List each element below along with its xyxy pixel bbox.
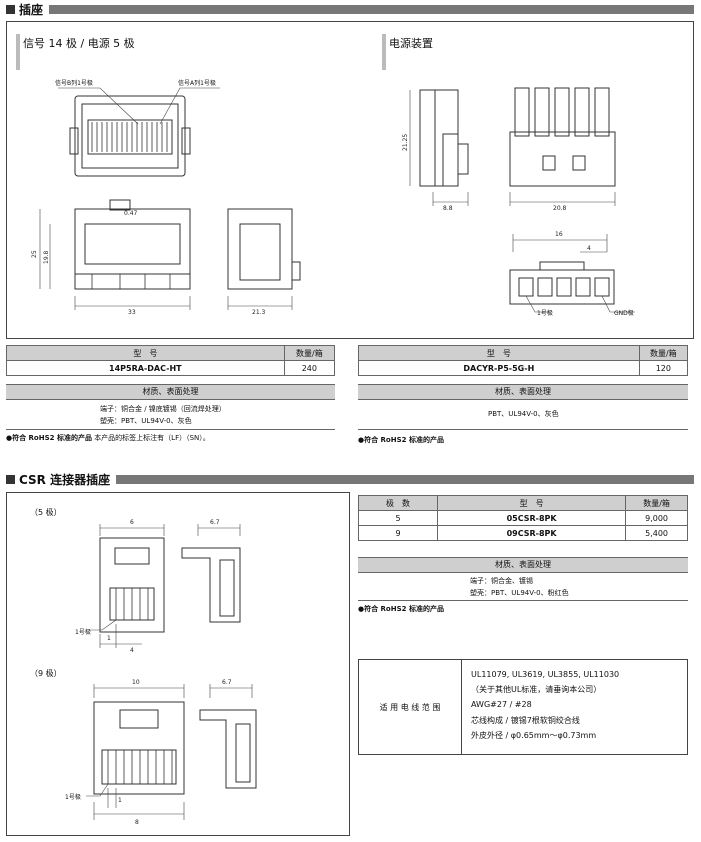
qty-cell: 120 bbox=[638, 360, 689, 376]
label-9-pole: （9 极） bbox=[30, 669, 62, 678]
rohs-rest: 本产品的标签上标注有（LF）（SN）。 bbox=[94, 434, 210, 442]
csr-material-head: 材质、表面处理 bbox=[358, 557, 688, 573]
title-bar bbox=[116, 474, 694, 484]
wire-line: 外皮外径 / φ0.65mm～φ0.73mm bbox=[471, 731, 597, 740]
dim-4: 4 bbox=[130, 647, 134, 652]
gnd-label: GND极 bbox=[614, 310, 634, 317]
material-line: 端子：铜合金 / 镍底镀锡（回流焊处理） bbox=[100, 405, 226, 413]
cell: 9 bbox=[357, 525, 439, 541]
dim-8-8: 8.8 bbox=[443, 205, 453, 212]
dim-19-8: 19.8 bbox=[43, 250, 50, 264]
csr-5p-drawing: 6 1 4 6.7 bbox=[90, 519, 241, 652]
dim-20-8: 20.8 bbox=[553, 205, 567, 212]
dim-25: 25 bbox=[31, 250, 38, 258]
section-header-csr: CSR 连接器插座 bbox=[6, 472, 694, 487]
label-5-pole: （5 极） bbox=[30, 508, 62, 517]
dim-1: 1 bbox=[107, 635, 111, 642]
model-cell: DACYR-P5-5G-H bbox=[358, 360, 640, 376]
cell: 5,400 bbox=[625, 525, 688, 541]
col-qty: 数量/箱 bbox=[638, 345, 689, 361]
material-line: 塑壳：PBT、UL94V-0、灰色 bbox=[100, 417, 192, 425]
table-row: 5 05CSR-8PK 9,000 bbox=[357, 510, 688, 526]
cell: 05CSR-8PK bbox=[437, 510, 627, 526]
material-line: PBT、UL94V-0、灰色 bbox=[488, 410, 559, 418]
socket-drawing-box bbox=[6, 21, 694, 339]
title-bar bbox=[49, 4, 694, 14]
divider bbox=[358, 600, 688, 601]
dim-21-3: 21.3 bbox=[252, 309, 266, 316]
cell: 9,000 bbox=[625, 510, 688, 526]
cell: 09CSR-8PK bbox=[437, 525, 627, 541]
callout-b-row: 信号B列1号极 bbox=[55, 80, 93, 87]
dim-6-7: 6.7 bbox=[222, 679, 232, 686]
table-row: 9 09CSR-8PK 5,400 bbox=[357, 525, 688, 541]
wire-range-box: 适 用 电 线 范 围 UL11079, UL3619, UL3855, UL1… bbox=[358, 659, 688, 755]
callout-a-row: 信号A列1号极 bbox=[178, 80, 216, 87]
dim-33: 33 bbox=[128, 309, 136, 316]
model-cell: 14P5RA-DAC-HT bbox=[6, 360, 285, 376]
square-bullet-icon bbox=[6, 474, 15, 484]
pin1-label-5p: 1号极 bbox=[75, 629, 91, 636]
drawing-title-right: 电源装置 bbox=[389, 37, 433, 50]
model-table-left: 型 号 数量/箱 14P5RA-DAC-HT 240 bbox=[6, 345, 336, 376]
rohs-note-left: ●符合 RoHS2 标准的产品 本产品的标签上标注有（LF）（SN）。 bbox=[6, 433, 210, 443]
divider bbox=[358, 429, 688, 430]
dim-16: 16 bbox=[555, 231, 563, 238]
accent-bar bbox=[16, 34, 20, 70]
col-qty: 数量/箱 bbox=[283, 345, 336, 361]
material-line: 端子：铜合金、镀锡 bbox=[470, 577, 533, 585]
divider bbox=[6, 429, 335, 430]
col-model: 型 号 bbox=[437, 495, 627, 511]
section-title: 插座 bbox=[19, 2, 44, 17]
col-model: 型 号 bbox=[358, 345, 640, 361]
qty-cell: 240 bbox=[283, 360, 336, 376]
material-head-left: 材质、表面处理 bbox=[6, 384, 335, 400]
csr-9p-drawing: 10 1 8 6.7 bbox=[86, 679, 257, 826]
dim-4: 4 bbox=[587, 245, 591, 252]
csr-rohs-note: ●符合 RoHS2 标准的产品 bbox=[358, 605, 444, 613]
pin1-label-9p: 1号极 bbox=[65, 794, 81, 801]
dim-1: 1 bbox=[118, 797, 122, 804]
rohs-bold: ●符合 RoHS2 标准的产品 bbox=[6, 434, 92, 442]
model-table-right: 型 号 数量/箱 DACYR-P5-5G-H 120 bbox=[358, 345, 689, 376]
accent-bar bbox=[382, 34, 386, 70]
wire-line: UL11079, UL3619, UL3855, UL11030 bbox=[471, 670, 620, 679]
csr-model-table: 极 数 型 号 数量/箱 5 05CSR-8PK 9,000 9 09CSR-8… bbox=[357, 495, 688, 541]
power-housing-drawing: 21.25 8.8 20.8 16 4 bbox=[402, 87, 635, 313]
col-qty: 数量/箱 bbox=[625, 495, 688, 511]
dim-21-25: 21.25 bbox=[402, 134, 409, 151]
rohs-note-right: ●符合 RoHS2 标准的产品 bbox=[358, 436, 444, 444]
cell: 5 bbox=[357, 510, 439, 526]
material-line: 塑壳：PBT、UL94V-0、粉红色 bbox=[470, 589, 569, 597]
col-poles: 极 数 bbox=[357, 495, 439, 511]
wire-range-label: 适 用 电 线 范 围 bbox=[359, 660, 462, 754]
dim-6-7: 6.7 bbox=[210, 519, 220, 526]
wire-line: 芯线构成 / 镀锡7根软铜绞合线 bbox=[471, 716, 580, 725]
dim-0-47: 0.47 bbox=[124, 210, 138, 217]
wire-line: AWG#27 / #28 bbox=[471, 700, 532, 709]
material-head-right: 材质、表面处理 bbox=[358, 384, 688, 400]
wire-line: （关于其他UL标准，请垂询本公司） bbox=[471, 685, 602, 694]
drawing-title-left: 信号 14 极 / 电源 5 极 bbox=[23, 37, 135, 50]
csr-drawing-box bbox=[6, 492, 350, 836]
dim-8: 8 bbox=[135, 819, 139, 826]
section-header-socket: 插座 bbox=[6, 2, 694, 17]
socket-14p5-drawing: 33 25 19.8 0.47 21.3 bbox=[31, 87, 301, 316]
section-title: CSR 连接器插座 bbox=[19, 472, 111, 487]
dim-6: 6 bbox=[130, 519, 134, 526]
col-model: 型 号 bbox=[6, 345, 285, 361]
pin1-label: 1号极 bbox=[537, 310, 553, 317]
dim-10: 10 bbox=[132, 679, 140, 686]
square-bullet-icon bbox=[6, 4, 15, 14]
